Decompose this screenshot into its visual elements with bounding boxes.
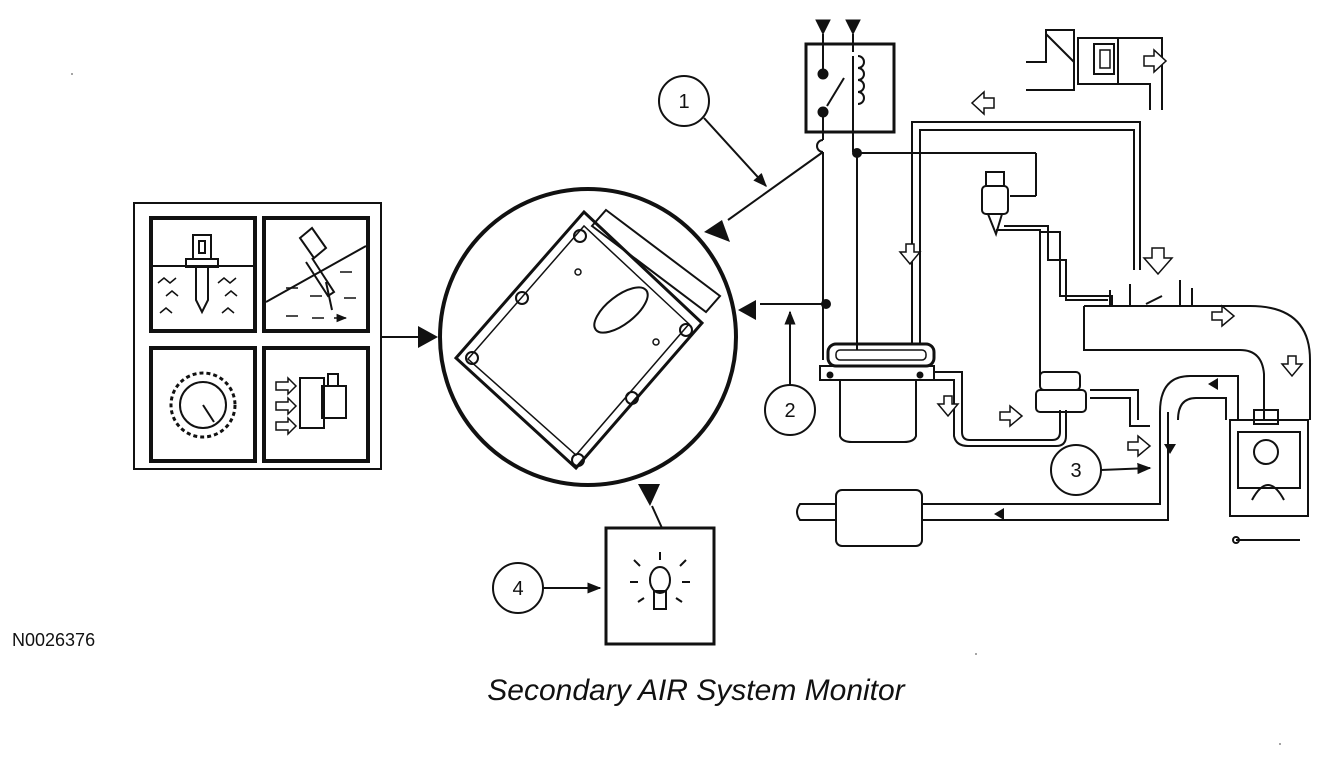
vacuum-solenoid-icon: [981, 171, 1113, 380]
exhaust-flow-arrows: [994, 378, 1218, 520]
wiring: [727, 139, 1037, 360]
malfunction-indicator-lamp-icon: [604, 505, 716, 646]
svg-text:3: 3: [1070, 460, 1081, 482]
callout-1: 1: [658, 75, 767, 188]
throttle-position-sensor-icon: [262, 216, 370, 333]
callout-2: 2: [764, 310, 816, 436]
intake-duct: [1083, 280, 1311, 420]
air-diverter-valve-icon: [1035, 371, 1087, 413]
coolant-temp-sensor-icon: [149, 216, 257, 333]
flow-arrows: [898, 48, 1304, 458]
pcm-module-icon: [438, 187, 738, 487]
dot-marks: [71, 73, 1281, 745]
callout-4: 4: [492, 562, 602, 614]
pcm-arrows: [638, 220, 756, 506]
air-pump-relay-icon: [804, 19, 896, 152]
svg-text:1: 1: [678, 91, 689, 113]
crankshaft-position-sensor-icon: [149, 346, 257, 463]
svg-text:4: 4: [512, 578, 523, 600]
sensor-input-arrow: [381, 326, 438, 348]
svg-text:2: 2: [784, 400, 795, 422]
mass-airflow-sensor-icon: [262, 346, 370, 463]
mass-airflow-meter-icon: [1026, 29, 1163, 110]
exhaust-muffler-icon: [796, 375, 1239, 547]
engine-block: [1229, 409, 1309, 544]
callout-3: 3: [1050, 444, 1152, 496]
sensor-input-panel: [133, 202, 382, 470]
diagram-caption: Secondary AIR System Monitor: [487, 674, 905, 707]
air-hoses: [911, 121, 1150, 447]
figure-reference-id: N0026376: [12, 630, 96, 650]
air-pump-icon: [819, 342, 936, 443]
